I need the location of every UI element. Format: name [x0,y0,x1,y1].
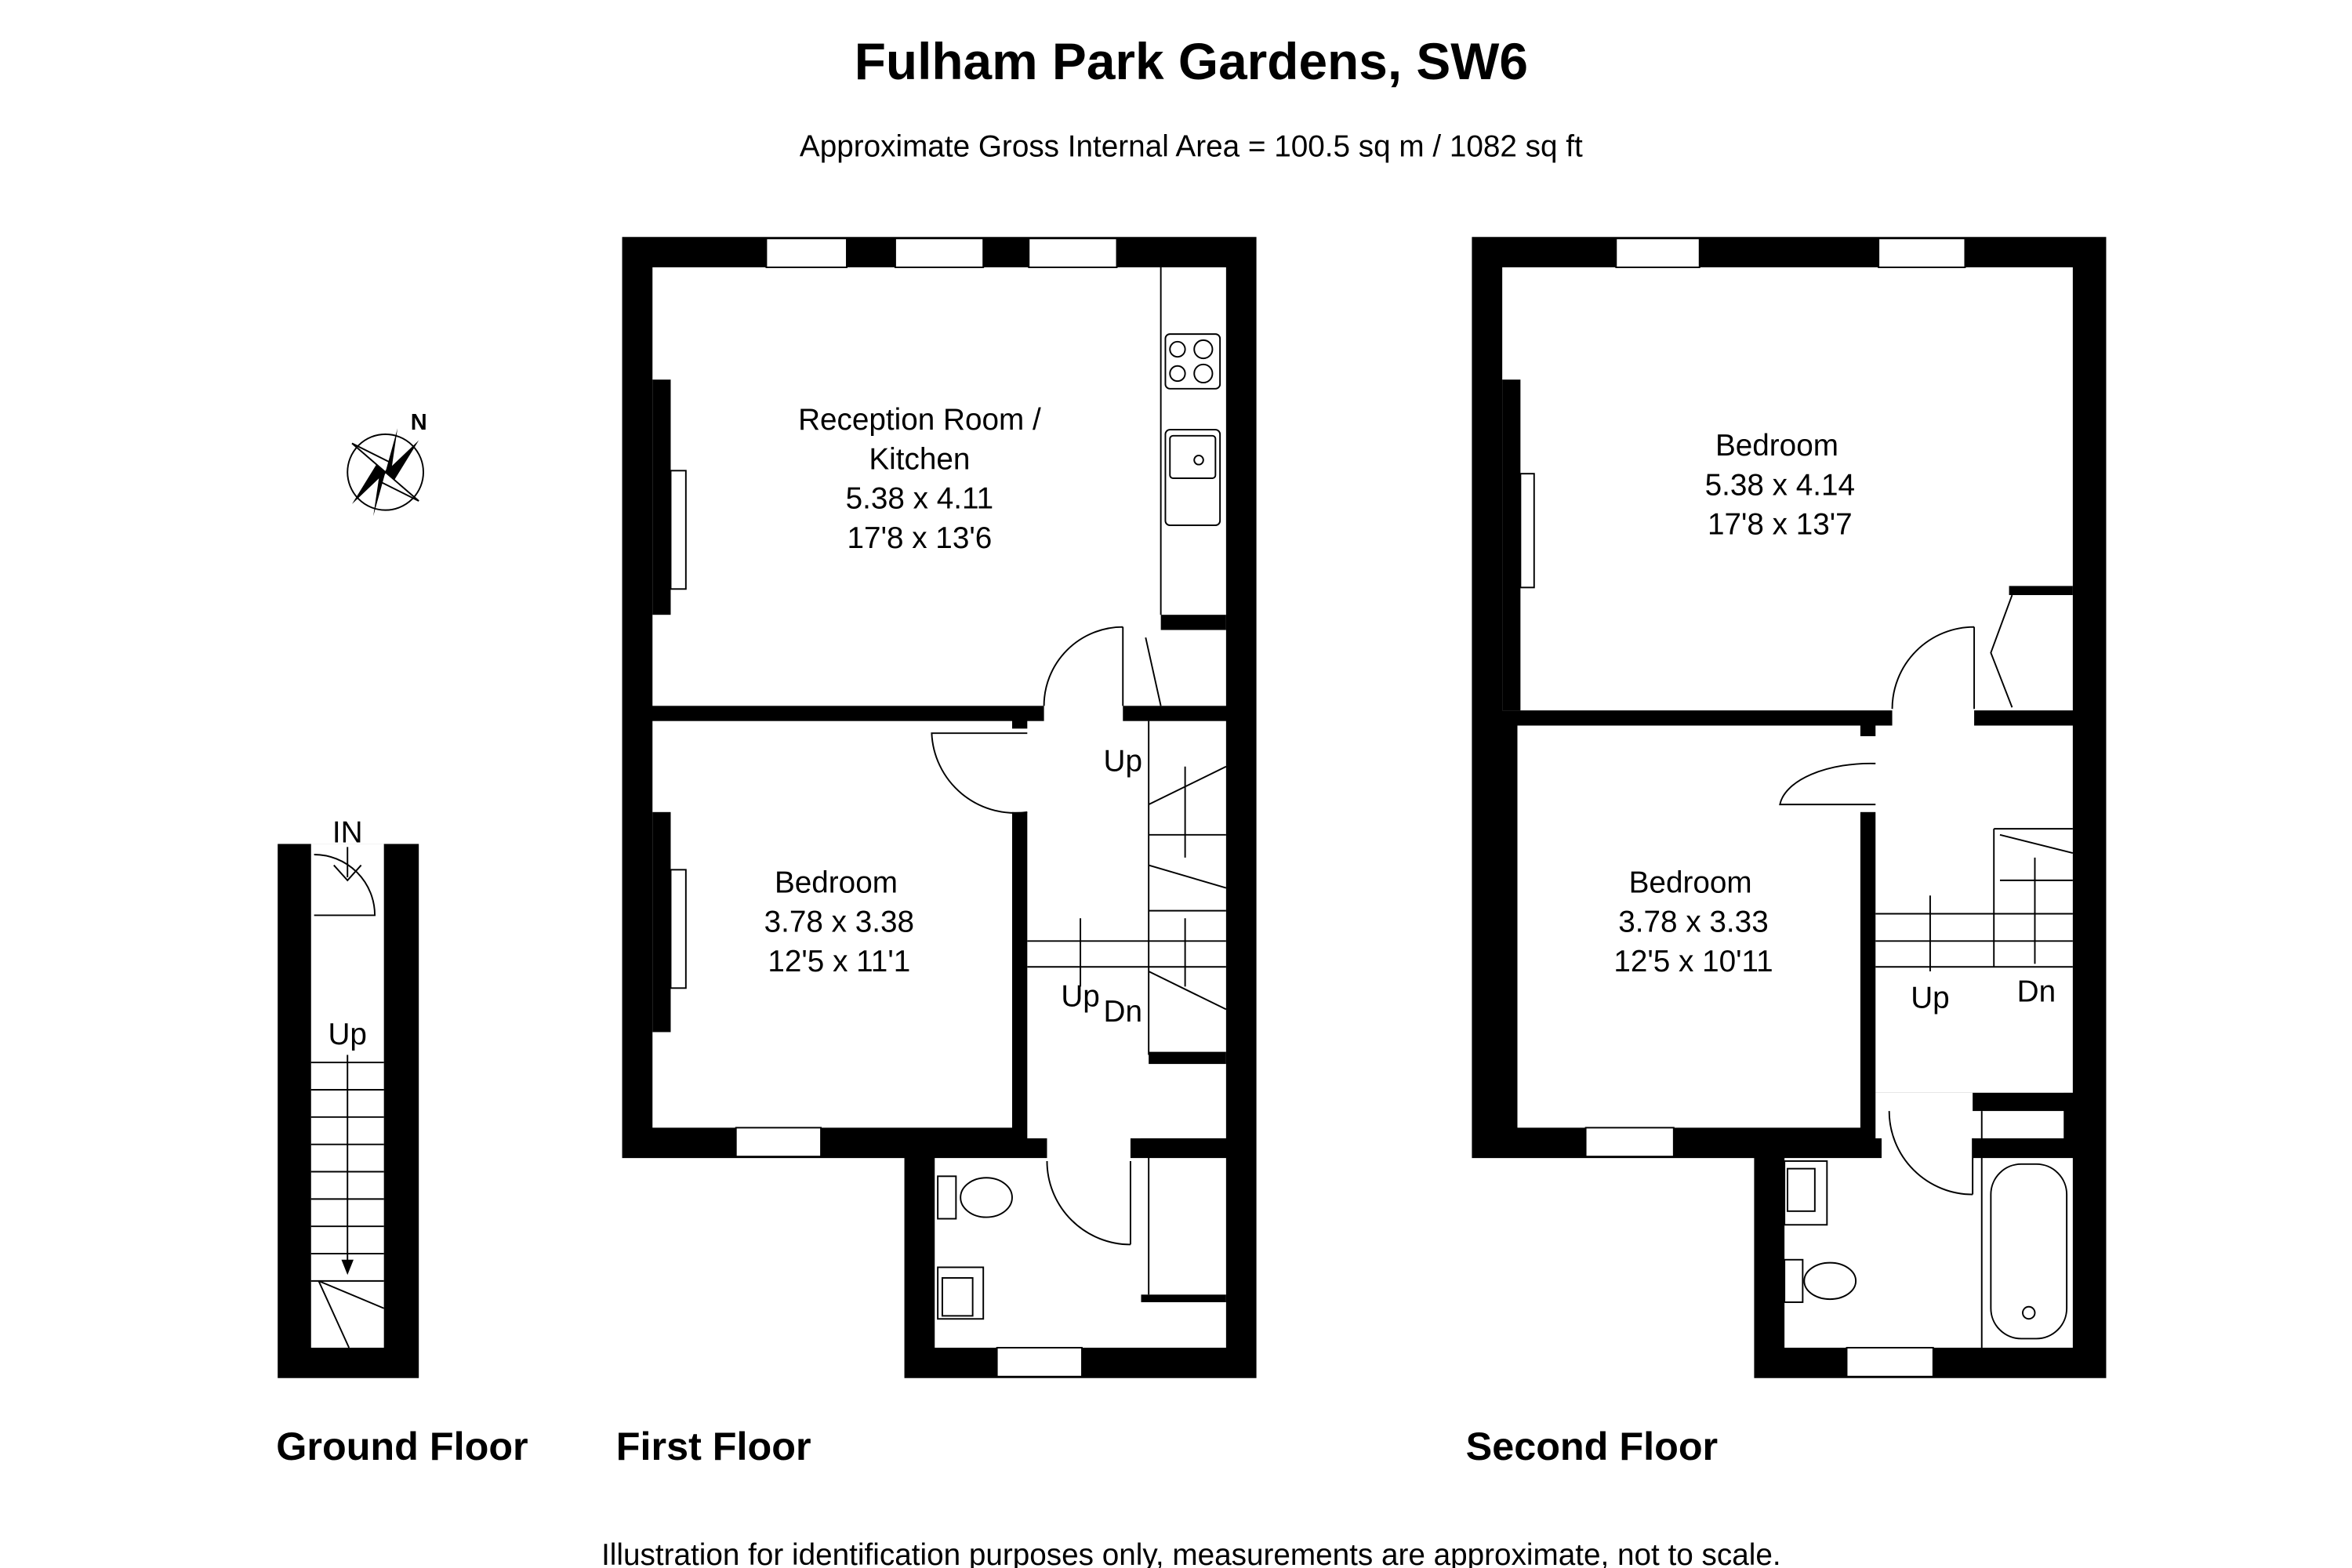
svg-text:N: N [411,410,427,435]
room-name: Bedroom [775,866,898,899]
windows [735,238,1118,1377]
basin-icon [937,1266,985,1320]
room-imperial-size: 17'8 x 13'7 [1708,508,1853,542]
stairs-down-label: Dn [2017,975,2056,1009]
compass-icon: N [347,410,427,517]
room-metric-size: 3.78 x 3.38 [764,906,914,939]
hob-icon [1164,333,1221,390]
room-name: Bedroom [1715,429,1838,463]
toilet-icon [1784,1258,1857,1303]
toilet-icon [937,1175,1013,1220]
second-floor-plan: Bedroom 5.38 x 4.14 17'8 x 13'7 Bedroom … [1472,237,2107,1378]
first-floor-label: First Floor [616,1424,811,1468]
room-metric-size: 3.78 x 3.33 [1618,906,1768,939]
room-metric-size: 5.38 x 4.11 [846,482,994,516]
staircase [310,1054,385,1348]
entrance-label: IN [332,816,363,850]
room-imperial-size: 12'5 x 10'11 [1613,945,1773,978]
stairs-up-label: Up [1911,981,1949,1014]
area-subtitle: Approximate Gross Internal Area = 100.5 … [800,130,1583,164]
room-imperial-size: 17'8 x 13'6 [848,521,993,555]
room-imperial-size: 12'5 x 11'1 [768,945,910,978]
ground-floor-label: Ground Floor [276,1424,528,1468]
room-metric-size: 5.38 x 4.14 [1705,468,1855,502]
stairs-up-label: Up [328,1018,366,1051]
second-floor-staircase [1875,828,2074,972]
basin-icon [1784,1160,1828,1226]
first-floor-plan: Reception Room / Kitchen 5.38 x 4.11 17'… [622,237,1257,1378]
page-title: Fulham Park Gardens, SW6 [855,32,1528,90]
windows [1584,238,1966,1377]
stairs-down-label: Dn [1104,995,1142,1029]
ground-floor-plan: IN Up [278,816,419,1378]
sink-icon [1164,429,1221,526]
second-floor-label: Second Floor [1466,1424,1718,1468]
disclaimer: Illustration for identification purposes… [601,1538,1781,1568]
room-name-line2: Kitchen [869,442,970,476]
bath-icon [1990,1163,2068,1340]
first-floor-staircase [1027,720,1227,1055]
stairs-up-label: Up [1104,745,1142,779]
room-name: Bedroom [1629,866,1752,899]
room-name: Reception Room / [798,403,1041,437]
stairs-up-label: Up [1061,980,1099,1014]
